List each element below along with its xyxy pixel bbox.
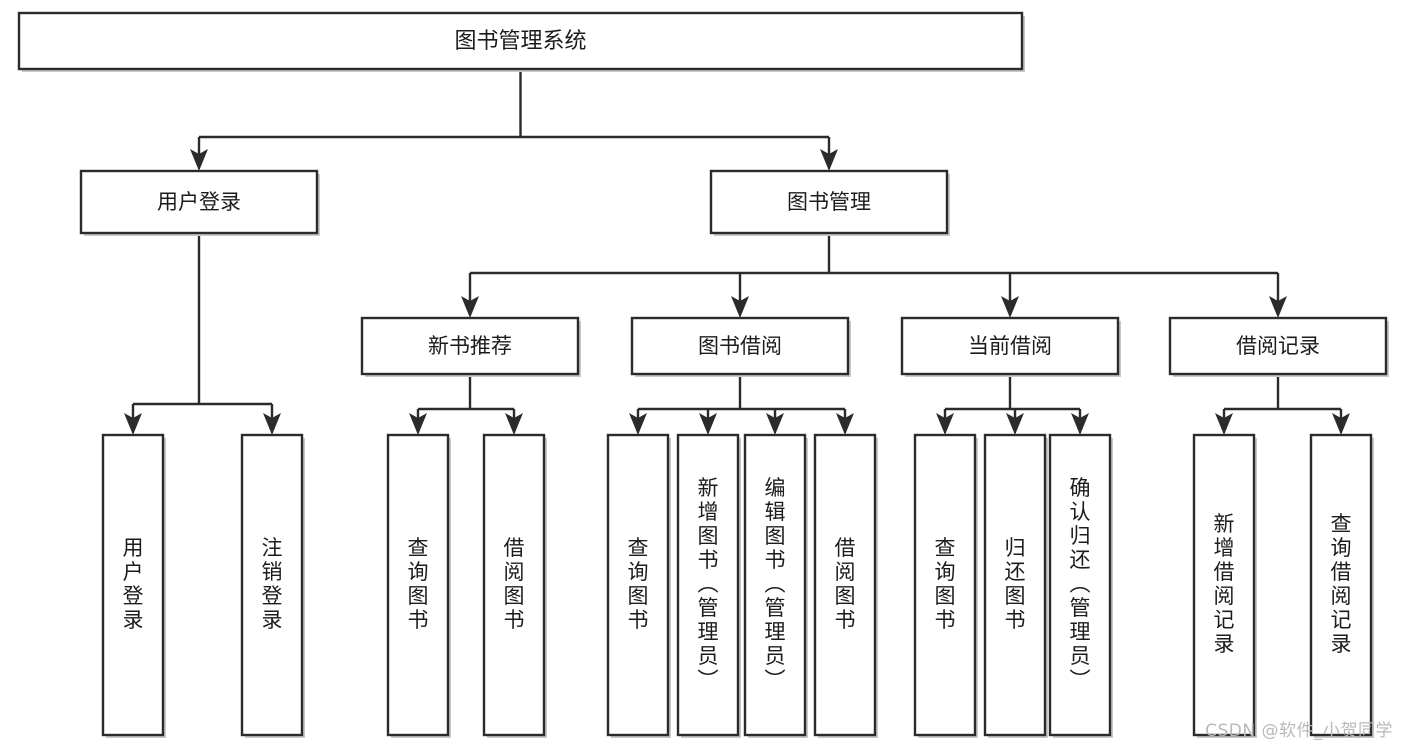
leaf-node-7[interactable] [743,433,808,738]
node-label: 图书借阅 [698,334,782,358]
root-node-图书管理系统[interactable]: 图书管理系统 [17,11,1025,72]
leaf-node-3[interactable] [386,433,451,738]
box-outline [360,316,580,376]
box-outline [913,433,977,737]
leaf-node-11[interactable] [1048,433,1113,738]
csdn-watermark: CSDN @软件_小贺同学 [1205,721,1393,741]
node-label: 图书管理系统 [454,29,586,54]
node-label: 图书管理 [787,190,871,214]
box-outline [743,433,807,737]
box-outline [79,169,319,235]
leaf-node-5[interactable] [606,433,671,738]
level1-node-2[interactable]: 图书管理 [709,169,950,236]
box-outline [1168,316,1388,376]
edge-p2-leaf3-arrowhead [836,413,854,435]
edge-mgmt-l2-2-arrowhead [1001,296,1019,318]
edge-p3-leaf2-arrowhead [1071,413,1089,435]
edge-root-l1-1-arrowhead [820,149,838,171]
level2-node-4[interactable]: 借阅记录 [1168,316,1389,377]
edge-root-l1-0-arrowhead [190,149,208,171]
box-outline [101,433,165,737]
edge-p3-leaf1-arrowhead [1006,413,1024,435]
edge-mgmt-l2-0-arrowhead [461,296,479,318]
leaf-node-1[interactable] [101,433,166,738]
edge-p2-leaf1-arrowhead [699,413,717,435]
edge-p4-leaf1-arrowhead [1332,413,1350,435]
box-outline [630,316,850,376]
edge-p2-leaf0-arrowhead [629,413,647,435]
level2-node-1[interactable]: 新书推荐 [360,316,581,377]
box-outline [983,433,1047,737]
leaf-node-2[interactable] [240,433,305,738]
edge-p1-leaf1-arrowhead [505,413,523,435]
leaf-node-10[interactable] [983,433,1048,738]
leaf-node-9[interactable] [913,433,978,738]
box-outline [1048,433,1112,737]
box-outline [482,433,546,737]
level1-node-1[interactable]: 用户登录 [79,169,320,236]
edge-p0-leaf1-arrowhead [263,413,281,435]
level2-node-3[interactable]: 当前借阅 [900,316,1121,377]
node-label: 新书推荐 [428,334,512,358]
edge-p0-leaf0-arrowhead [124,413,142,435]
box-outline [1192,433,1256,737]
edge-mgmt-l2-1-arrowhead [731,296,749,318]
level2-node-2[interactable]: 图书借阅 [630,316,851,377]
box-outline [606,433,670,737]
edge-p4-leaf0-arrowhead [1215,413,1233,435]
box-outline [676,433,740,737]
node-label: 借阅记录 [1236,334,1320,358]
leaf-node-8[interactable] [813,433,878,738]
box-outline [1309,433,1373,737]
box-outline [386,433,450,737]
edges-layer [124,69,1350,435]
box-outline [240,433,304,737]
leaf-node-6[interactable] [676,433,741,738]
leaf-node-13[interactable] [1309,433,1374,738]
edge-mgmt-l2-3-arrowhead [1269,296,1287,318]
node-label: 用户登录 [157,190,241,214]
edge-p1-leaf0-arrowhead [409,413,427,435]
edge-p2-leaf2-arrowhead [766,413,784,435]
box-outline [709,169,949,235]
edge-p3-leaf0-arrowhead [936,413,954,435]
node-label: 当前借阅 [968,334,1052,358]
box-outline [900,316,1120,376]
leaf-node-4[interactable] [482,433,547,738]
leaf-node-12[interactable] [1192,433,1257,738]
box-outline [17,11,1024,71]
box-outline [813,433,877,737]
